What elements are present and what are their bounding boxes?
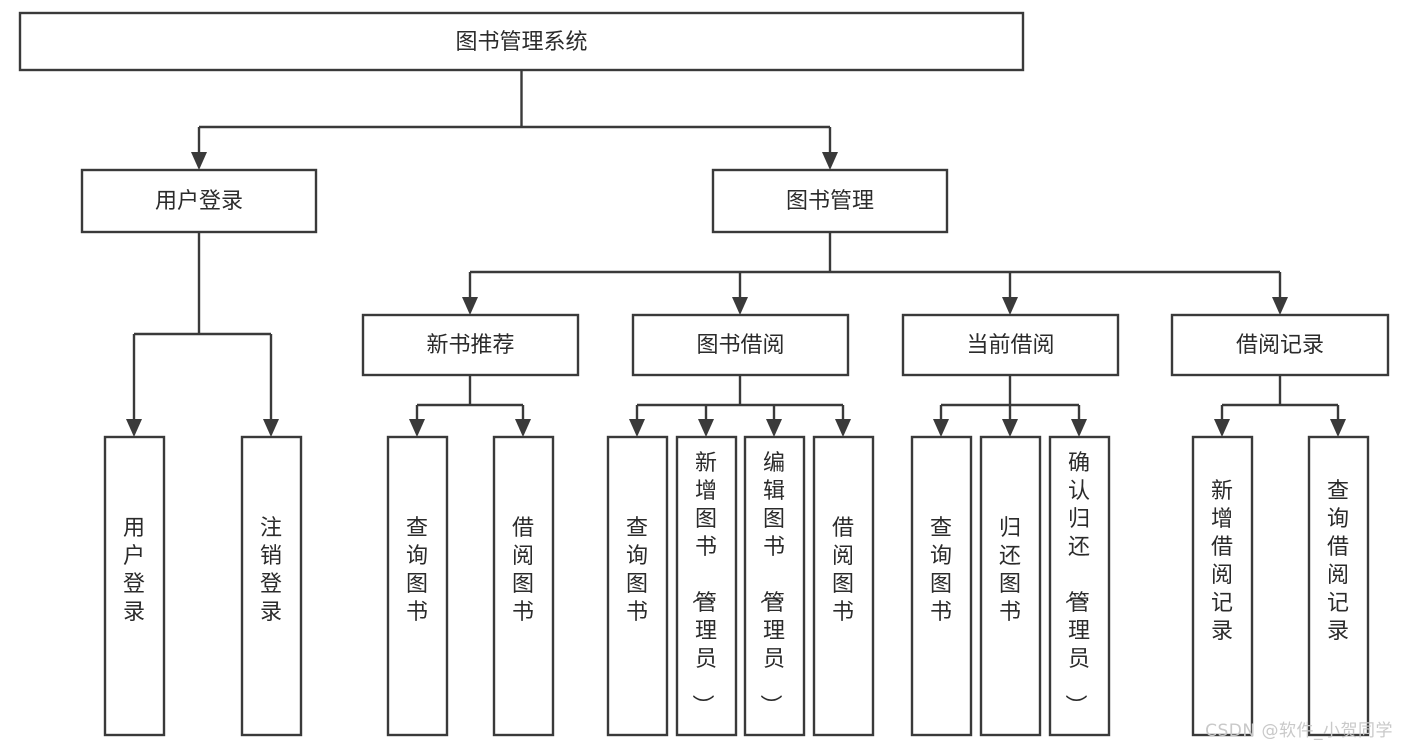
node-user-login[interactable]: 用户登录 bbox=[80, 168, 318, 234]
node-book-borrow-box[interactable] bbox=[631, 313, 850, 377]
node-leaf-add-book-label: 新增图书（管理员） bbox=[689, 451, 717, 716]
node-borrow-record-label: 借阅记录 bbox=[1236, 333, 1324, 358]
node-leaf-return-book-box[interactable] bbox=[979, 435, 1042, 737]
arrowhead-user-login bbox=[191, 152, 207, 170]
node-leaf-query-book-1-box[interactable] bbox=[386, 435, 449, 737]
node-leaf-add-book-box[interactable] bbox=[675, 435, 738, 737]
csdn-watermark: CSDN @软件_小贺同学 bbox=[1205, 721, 1393, 741]
arrowhead-leaf-add-record bbox=[1214, 419, 1230, 437]
node-current-borrow-box[interactable] bbox=[901, 313, 1120, 377]
node-leaf-confirm-return-box[interactable] bbox=[1048, 435, 1111, 737]
arrowhead-leaf-return-book bbox=[1002, 419, 1018, 437]
arrowhead-leaf-query-book-3 bbox=[933, 419, 949, 437]
node-leaf-logout-label: 注销登录 bbox=[260, 516, 282, 625]
arrowhead-leaf-query-book-2 bbox=[629, 419, 645, 437]
arrowhead-new-book-recommend bbox=[462, 297, 478, 315]
node-current-borrow-label: 当前借阅 bbox=[966, 333, 1054, 358]
edge-layer bbox=[126, 70, 1346, 437]
arrowhead-leaf-borrow-book-1 bbox=[515, 419, 531, 437]
node-borrow-record[interactable]: 借阅记录 bbox=[1170, 313, 1390, 377]
node-leaf-add-book[interactable]: 新增图书（管理员） bbox=[675, 435, 738, 737]
node-leaf-query-book-2-box[interactable] bbox=[606, 435, 669, 737]
node-leaf-edit-book-box[interactable] bbox=[743, 435, 806, 737]
node-borrow-record-box[interactable] bbox=[1170, 313, 1390, 377]
node-leaf-borrow-book-2[interactable]: 借阅图书 bbox=[812, 435, 875, 737]
arrowhead-leaf-query-book-1 bbox=[409, 419, 425, 437]
node-leaf-edit-book[interactable]: 编辑图书（管理员） bbox=[743, 435, 806, 737]
arrowhead-leaf-add-book bbox=[698, 419, 714, 437]
node-user-login-label: 用户登录 bbox=[155, 189, 243, 214]
node-user-login-box[interactable] bbox=[80, 168, 318, 234]
node-root-box[interactable] bbox=[18, 11, 1025, 72]
arrowhead-leaf-edit-book bbox=[766, 419, 782, 437]
arrowhead-leaf-logout bbox=[263, 419, 279, 437]
node-leaf-logout-box[interactable] bbox=[240, 435, 303, 737]
node-leaf-confirm-return[interactable]: 确认归还（管理员） bbox=[1048, 435, 1111, 737]
node-leaf-query-book-2[interactable]: 查询图书 bbox=[606, 435, 669, 737]
arrowhead-leaf-borrow-book-2 bbox=[835, 419, 851, 437]
node-leaf-borrow-book-1-label: 借阅图书 bbox=[512, 516, 534, 625]
node-leaf-user-login[interactable]: 用户登录 bbox=[103, 435, 166, 737]
arrowhead-book-manage bbox=[822, 152, 838, 170]
arrowhead-book-borrow bbox=[732, 297, 748, 315]
node-root-label: 图书管理系统 bbox=[455, 30, 587, 55]
node-leaf-user-login-label: 用户登录 bbox=[123, 516, 145, 625]
node-book-manage[interactable]: 图书管理 bbox=[711, 168, 949, 234]
arrowhead-borrow-record bbox=[1272, 297, 1288, 315]
node-leaf-borrow-book-2-label: 借阅图书 bbox=[832, 516, 854, 625]
node-leaf-query-book-1-label: 查询图书 bbox=[406, 516, 428, 625]
node-leaf-query-book-1[interactable]: 查询图书 bbox=[386, 435, 449, 737]
node-leaf-query-book-3-label: 查询图书 bbox=[930, 516, 952, 625]
node-leaf-borrow-book-1-box[interactable] bbox=[492, 435, 555, 737]
arrowhead-leaf-confirm-return bbox=[1071, 419, 1087, 437]
arrowhead-leaf-user-login bbox=[126, 419, 142, 437]
node-leaf-return-book-label: 归还图书 bbox=[999, 516, 1021, 625]
node-leaf-query-record-box[interactable] bbox=[1307, 435, 1370, 737]
arrowhead-current-borrow bbox=[1002, 297, 1018, 315]
node-book-manage-label: 图书管理 bbox=[786, 189, 874, 214]
node-leaf-query-record[interactable]: 查询借阅记录 bbox=[1307, 435, 1370, 737]
node-leaf-add-record-label: 新增借阅记录 bbox=[1211, 479, 1233, 644]
node-new-book-recommend-box[interactable] bbox=[361, 313, 580, 377]
node-new-book-recommend-label: 新书推荐 bbox=[426, 333, 514, 358]
node-current-borrow[interactable]: 当前借阅 bbox=[901, 313, 1120, 377]
node-leaf-add-record-box[interactable] bbox=[1191, 435, 1254, 737]
node-root[interactable]: 图书管理系统 bbox=[18, 11, 1025, 72]
arrowhead-leaf-query-record bbox=[1330, 419, 1346, 437]
node-leaf-confirm-return-label: 确认归还（管理员） bbox=[1062, 451, 1090, 716]
node-leaf-query-book-2-label: 查询图书 bbox=[626, 516, 648, 625]
node-leaf-logout[interactable]: 注销登录 bbox=[240, 435, 303, 737]
node-leaf-edit-book-label: 编辑图书（管理员） bbox=[757, 451, 785, 716]
node-new-book-recommend[interactable]: 新书推荐 bbox=[361, 313, 580, 377]
node-leaf-return-book[interactable]: 归还图书 bbox=[979, 435, 1042, 737]
node-leaf-query-book-3-box[interactable] bbox=[910, 435, 973, 737]
node-book-borrow[interactable]: 图书借阅 bbox=[631, 313, 850, 377]
node-leaf-user-login-box[interactable] bbox=[103, 435, 166, 737]
node-leaf-borrow-book-1[interactable]: 借阅图书 bbox=[492, 435, 555, 737]
node-leaf-add-record[interactable]: 新增借阅记录 bbox=[1191, 435, 1254, 737]
node-book-borrow-label: 图书借阅 bbox=[696, 333, 784, 358]
node-leaf-query-record-label: 查询借阅记录 bbox=[1327, 479, 1349, 644]
node-book-manage-box[interactable] bbox=[711, 168, 949, 234]
node-leaf-borrow-book-2-box[interactable] bbox=[812, 435, 875, 737]
node-leaf-query-book-3[interactable]: 查询图书 bbox=[910, 435, 973, 737]
